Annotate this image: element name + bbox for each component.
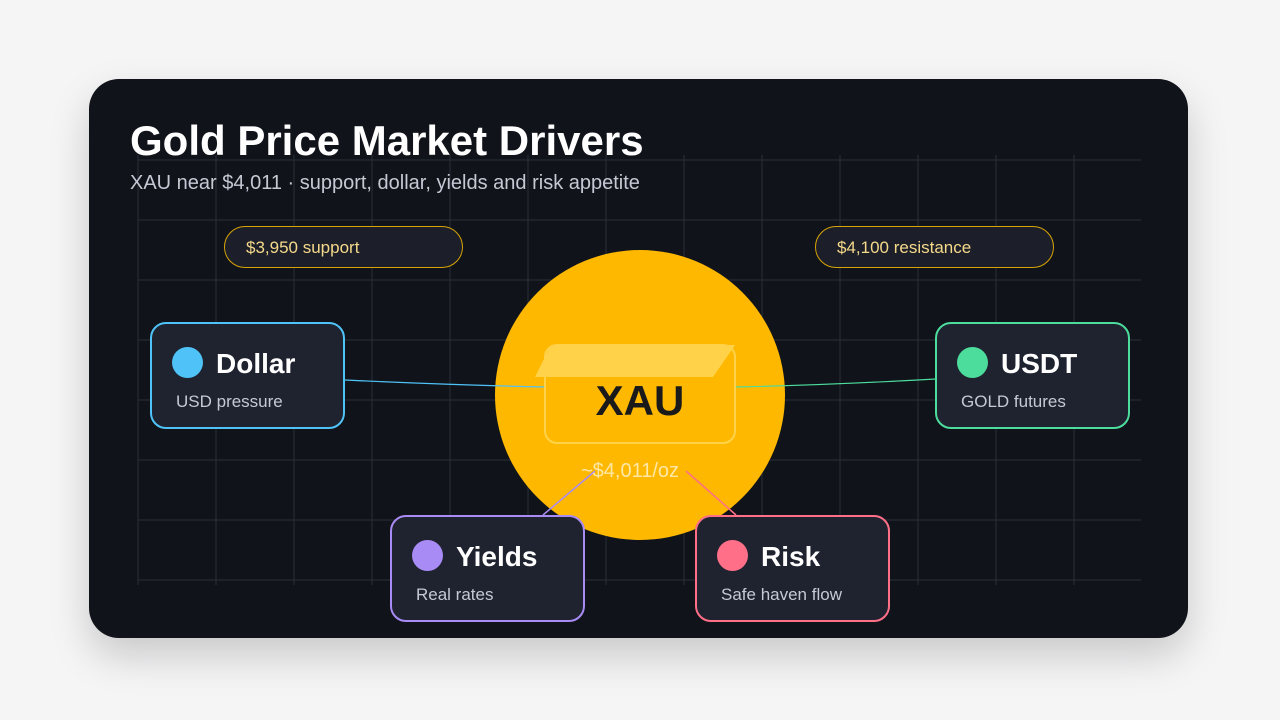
- node-dollar-desc: USD pressure: [176, 392, 283, 411]
- node-risk-label: Risk: [761, 541, 821, 572]
- support-level-label: $3,950 support: [246, 238, 360, 257]
- connector-usdt: [734, 378, 937, 388]
- connector-risk: [685, 470, 737, 516]
- node-yields-label: Yields: [456, 541, 538, 572]
- xau-label: XAU: [595, 377, 685, 424]
- node-dollar: Dollar USD pressure: [150, 322, 345, 429]
- risk-dot-icon: [717, 540, 748, 571]
- node-risk: Risk Safe haven flow: [695, 515, 890, 622]
- support-level-pill: $3,950 support: [224, 226, 463, 268]
- node-yields: Yields Real rates: [390, 515, 585, 622]
- resistance-level-pill: $4,100 resistance: [815, 226, 1054, 268]
- page-subtitle: XAU near $4,011 · support, dollar, yield…: [130, 172, 640, 194]
- node-risk-desc: Safe haven flow: [721, 585, 842, 604]
- connector-dollar: [344, 379, 548, 388]
- node-usdt-desc: GOLD futures: [961, 392, 1066, 411]
- node-dollar-label: Dollar: [216, 348, 296, 379]
- page-title: Gold Price Market Drivers: [130, 117, 644, 164]
- diagram-card: Gold Price Market Drivers XAU near $4,01…: [89, 79, 1188, 638]
- node-yields-desc: Real rates: [416, 585, 494, 604]
- resistance-level-label: $4,100 resistance: [837, 238, 972, 257]
- node-usdt: USDT GOLD futures: [935, 322, 1130, 429]
- node-usdt-label: USDT: [1001, 348, 1078, 379]
- xau-price: ~$4,011/oz: [580, 460, 680, 482]
- dollar-dot-icon: [172, 347, 203, 378]
- usdt-dot-icon: [957, 347, 988, 378]
- connector-yields: [542, 470, 596, 516]
- yields-dot-icon: [412, 540, 443, 571]
- gold-bar-icon: [535, 344, 736, 444]
